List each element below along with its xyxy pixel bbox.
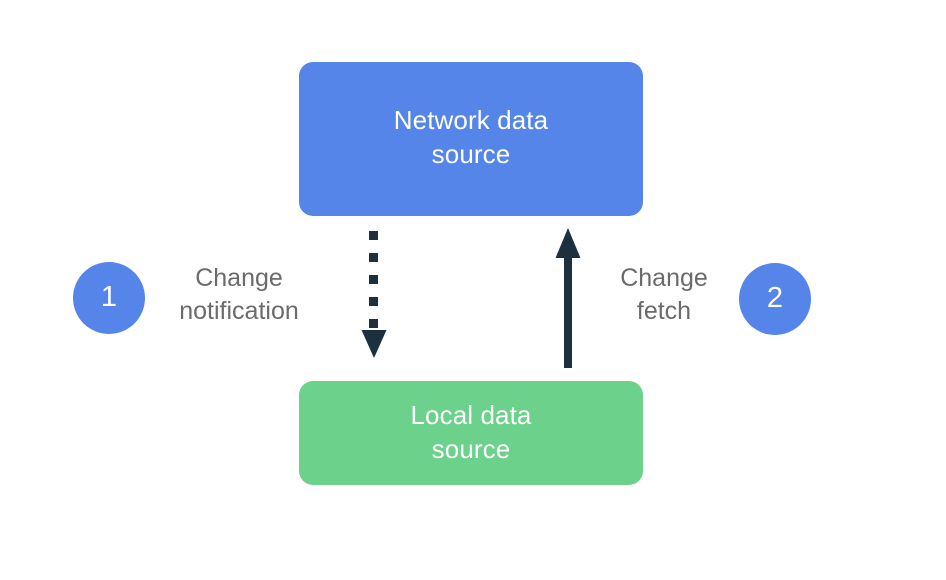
edge-label-change-fetch: Change fetch <box>620 264 708 325</box>
edge-label-change-notification: Change notification <box>179 264 299 325</box>
step-badge-1-number: 1 <box>100 280 118 313</box>
arrow-down-dotted-change-notification <box>361 231 387 358</box>
step-badge-1[interactable]: 1 <box>73 262 145 334</box>
step-badge-2-number: 2 <box>766 281 784 314</box>
step-badge-2[interactable]: 2 <box>739 263 811 335</box>
node-network-data-source[interactable]: Network data source <box>299 62 643 216</box>
node-local-data-source-label: Local data source <box>410 400 532 464</box>
node-network-data-source-label: Network data source <box>393 105 549 169</box>
arrow-up-solid-change-fetch <box>555 228 581 368</box>
node-local-data-source[interactable]: Local data source <box>299 381 643 485</box>
